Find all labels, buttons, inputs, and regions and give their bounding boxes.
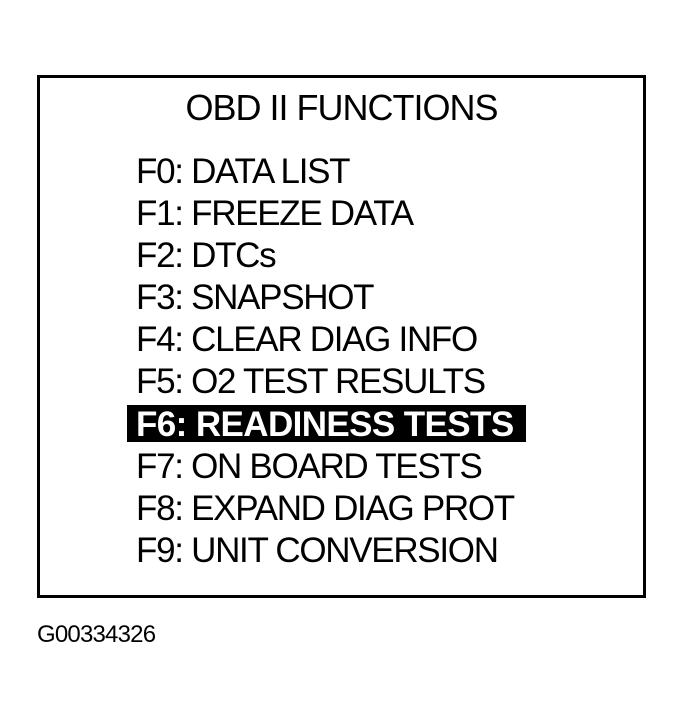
menu-item-f1[interactable]: F1: FREEZE DATA <box>136 193 514 235</box>
key-separator: : <box>174 152 192 191</box>
menu-item-f2[interactable]: F2: DTCs <box>136 235 514 277</box>
menu-item-f5[interactable]: F5: O2 TEST RESULTS <box>136 361 514 403</box>
function-label: DTCs <box>191 236 277 276</box>
function-label: SNAPSHOT <box>191 278 374 318</box>
menu-item-f4[interactable]: F4: CLEAR DIAG INFO <box>136 319 514 361</box>
function-label: FREEZE DATA <box>191 194 414 234</box>
function-key: F2 <box>136 236 176 276</box>
function-label: O2 TEST RESULTS <box>191 362 486 402</box>
screen-title: OBD II FUNCTIONS <box>185 87 498 128</box>
function-key: F1 <box>136 194 176 234</box>
function-key: F4 <box>136 320 176 360</box>
key-separator: : <box>174 194 192 234</box>
key-separator: : <box>174 488 192 528</box>
function-label: DATA LIST <box>191 152 350 191</box>
menu-item-f6-selected[interactable]: F6: READINESS TESTS <box>127 404 526 446</box>
function-key: F8 <box>136 488 176 528</box>
function-key: F5 <box>136 362 176 402</box>
function-label: CLEAR DIAG INFO <box>191 320 478 360</box>
menu-item-f0[interactable]: F0: DATA LIST <box>136 151 514 193</box>
key-separator: : <box>174 236 192 276</box>
function-label: ON BOARD TESTS <box>191 446 483 486</box>
scan-tool-screen: OBD II FUNCTIONS F0: DATA LIST F1: FREEZ… <box>37 75 646 598</box>
key-separator: : <box>174 320 192 360</box>
function-key: F6 <box>136 404 176 444</box>
key-separator: : <box>174 362 192 402</box>
function-label: READINESS TESTS <box>195 404 514 444</box>
function-key: F0 <box>136 152 176 191</box>
function-key: F3 <box>136 278 176 318</box>
function-menu: F0: DATA LIST F1: FREEZE DATA F2: DTCs F… <box>127 151 526 572</box>
menu-item-f3[interactable]: F3: SNAPSHOT <box>136 277 514 319</box>
function-key: F9 <box>136 530 176 570</box>
menu-item-f9[interactable]: F9: UNIT CONVERSION <box>136 530 514 572</box>
key-separator: : <box>174 278 192 318</box>
menu-item-f7[interactable]: F7: ON BOARD TESTS <box>136 446 514 488</box>
key-separator: : <box>175 404 196 444</box>
function-label: EXPAND DIAG PROT <box>191 488 515 528</box>
menu-item-f8[interactable]: F8: EXPAND DIAG PROT <box>136 488 515 530</box>
key-separator: : <box>174 530 192 570</box>
function-label: UNIT CONVERSION <box>191 530 499 570</box>
function-key: F7 <box>136 446 176 486</box>
key-separator: : <box>174 446 192 486</box>
figure-code: G00334326 <box>37 621 156 648</box>
